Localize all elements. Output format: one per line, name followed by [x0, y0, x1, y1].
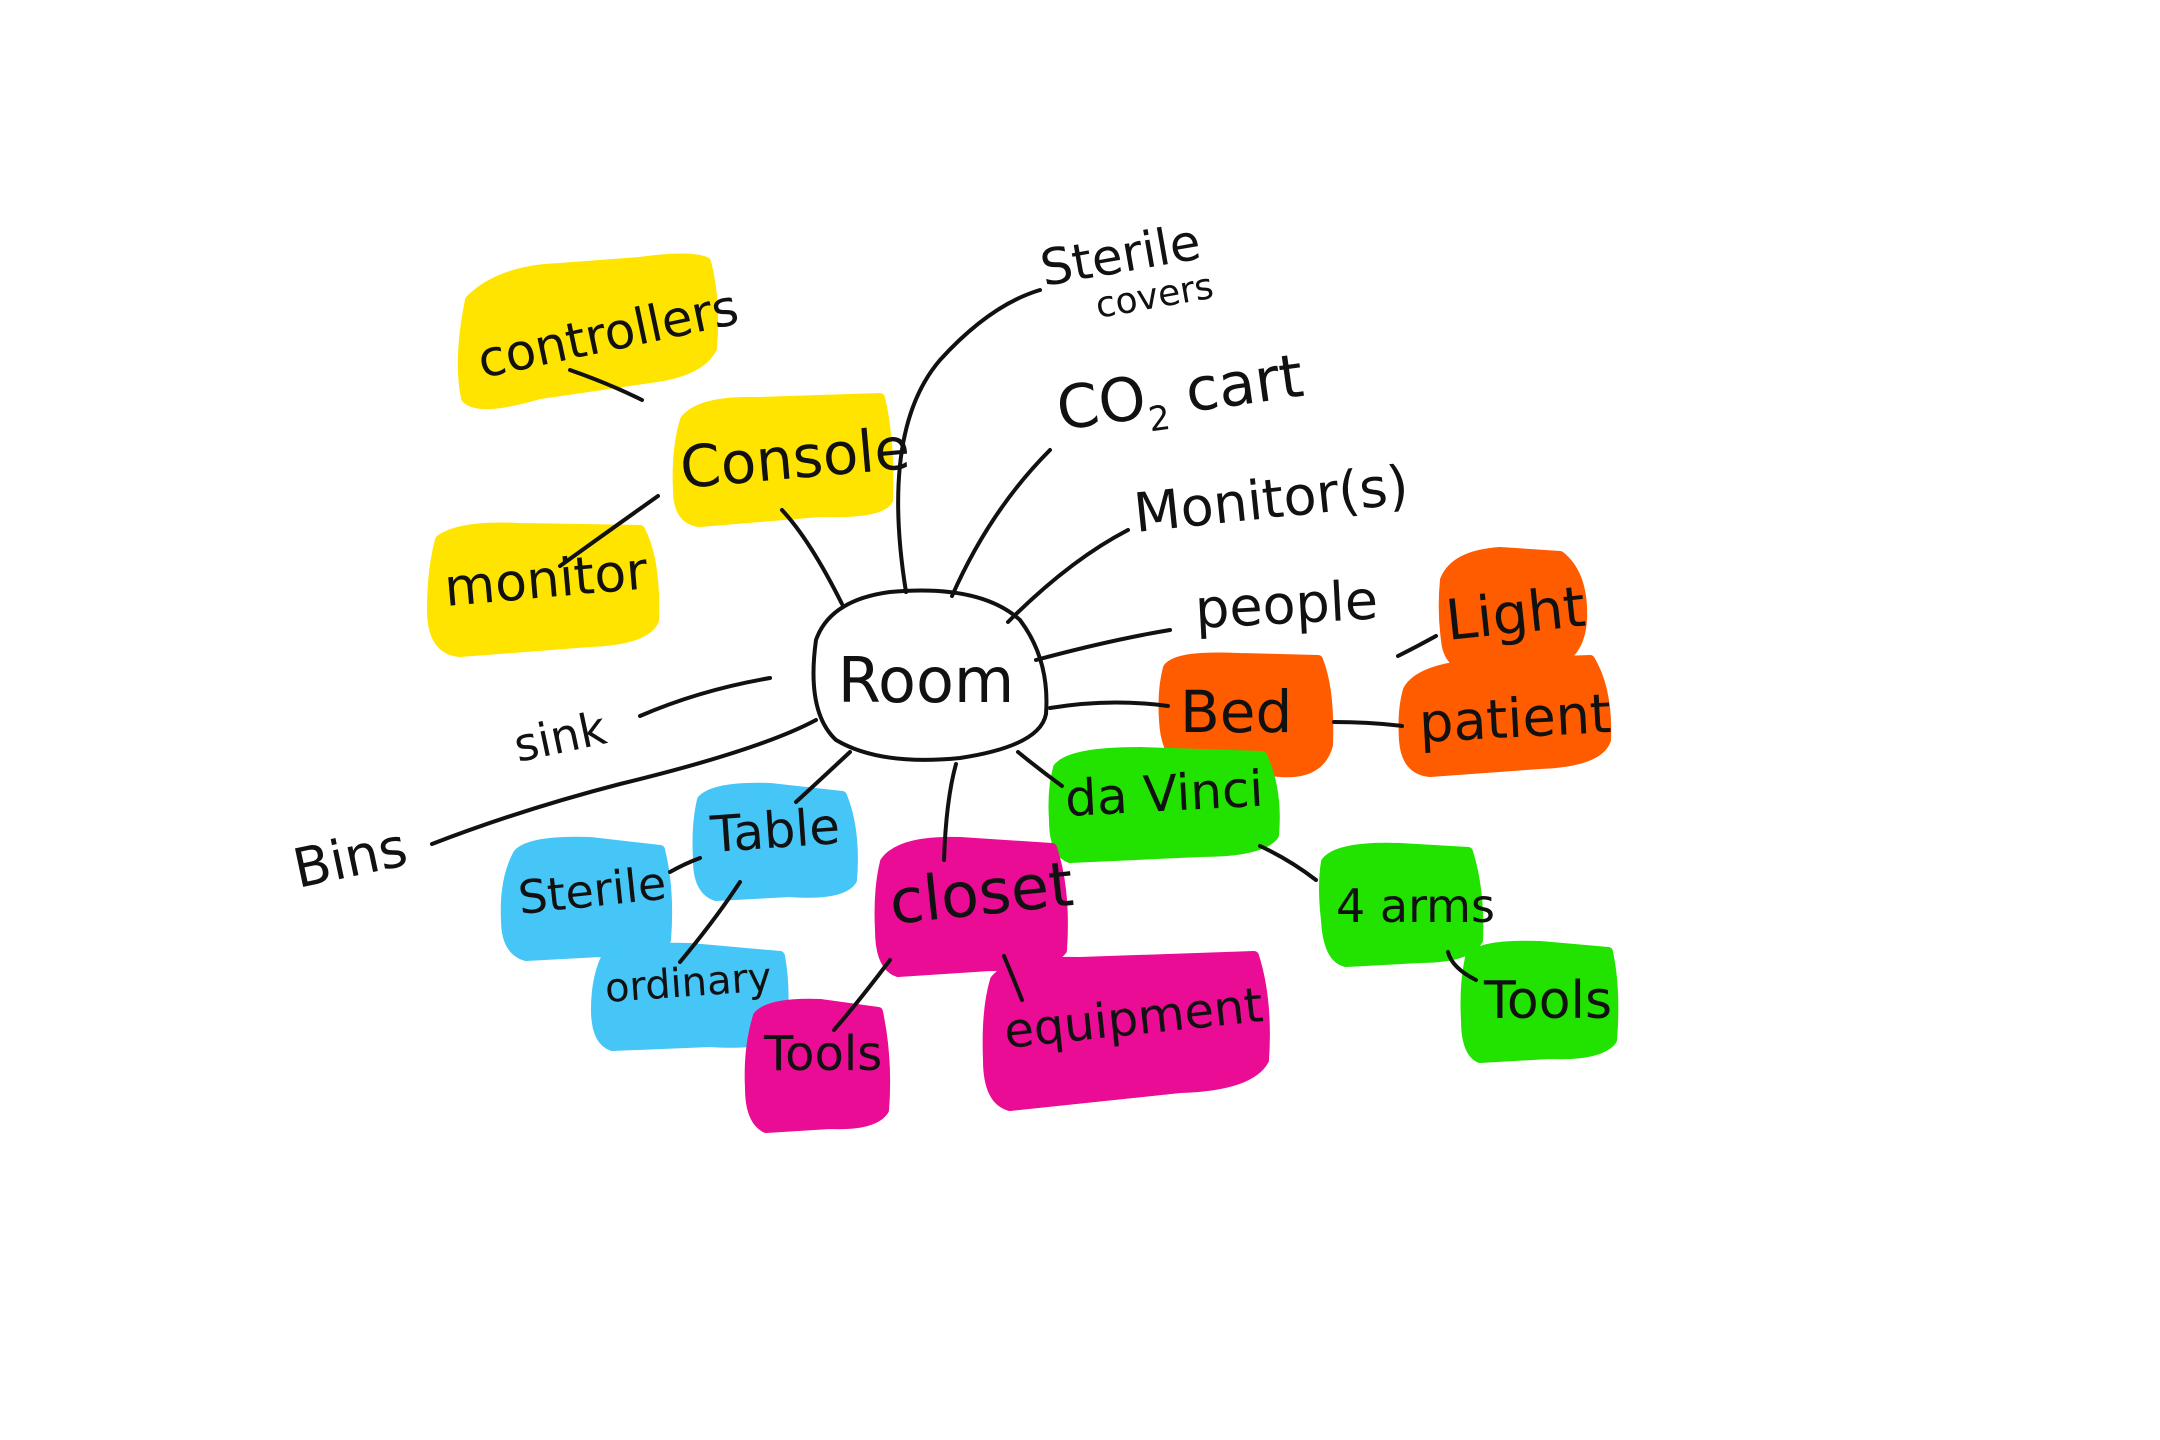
- line-console-monitor: [558, 494, 660, 568]
- line-room-people: [1034, 628, 1172, 662]
- highlight-equipment: [982, 951, 1270, 1111]
- green-cluster: da Vinci 4 arms Tools: [1064, 760, 1613, 1031]
- room-node: Room: [811, 588, 1049, 762]
- line-room-console: [780, 508, 844, 606]
- label-co2-cart: CO2 cart: [1052, 341, 1308, 453]
- line-table-ordinary: [678, 880, 742, 964]
- orange-cluster: Light Bed patient: [1180, 575, 1613, 755]
- room-ellipse: [811, 588, 1049, 762]
- label-bed: Bed: [1180, 678, 1292, 746]
- line-console-controllers: [568, 368, 644, 402]
- label-monitors: Monitor(s): [1131, 453, 1412, 544]
- label-people: people: [1193, 568, 1379, 640]
- line-room-da-vinci: [1016, 750, 1064, 788]
- line-bed-light: [1396, 634, 1438, 658]
- label-sink: sink: [509, 701, 611, 773]
- line-4-arms-tools: [1446, 950, 1478, 982]
- line-bed-patient: [1332, 720, 1404, 728]
- highlight-bed: [1158, 652, 1334, 778]
- highlight-monitor: [427, 522, 660, 657]
- highlights: [427, 253, 1619, 1133]
- highlight-tools-green: [1460, 940, 1619, 1063]
- line-room-sterile-covers: [896, 288, 1042, 594]
- label-tools-pink: Tools: [763, 1026, 882, 1082]
- label-light: Light: [1443, 575, 1589, 654]
- blue-cluster: Table Sterile ordinary: [516, 797, 842, 1012]
- label-patient: patient: [1417, 682, 1612, 755]
- label-da-vinci: da Vinci: [1064, 760, 1265, 828]
- label-tools-green: Tools: [1483, 971, 1612, 1031]
- label-co2-prefix: CO: [1052, 363, 1150, 445]
- connectors: [430, 288, 1478, 1032]
- room-label: Room: [838, 644, 1015, 717]
- line-table-sterile: [668, 856, 702, 874]
- line-room-bins: [430, 718, 818, 846]
- label-table: Table: [708, 797, 842, 864]
- highlight-console: [672, 393, 894, 527]
- line-room-monitors: [1006, 528, 1130, 624]
- line-room-bed: [1048, 700, 1170, 710]
- highlight-tools-pink: [744, 998, 891, 1133]
- label-4-arms: 4 arms: [1336, 879, 1495, 933]
- label-co2-suffix: cart: [1162, 341, 1307, 429]
- line-closet-equipment: [1002, 954, 1024, 1002]
- highlight-4-arms: [1319, 842, 1484, 967]
- line-closet-tools: [832, 958, 892, 1032]
- line-room-sink: [638, 676, 772, 718]
- line-da-vinci-4-arms: [1258, 844, 1318, 882]
- highlight-da-vinci: [1048, 747, 1280, 863]
- line-room-co2-cart: [950, 448, 1052, 598]
- highlight-light: [1438, 547, 1588, 673]
- line-room-table: [794, 750, 852, 804]
- highlight-controllers: [457, 253, 719, 410]
- label-bins: Bins: [288, 815, 413, 900]
- line-room-closet: [942, 762, 958, 862]
- highlight-patient: [1398, 655, 1612, 777]
